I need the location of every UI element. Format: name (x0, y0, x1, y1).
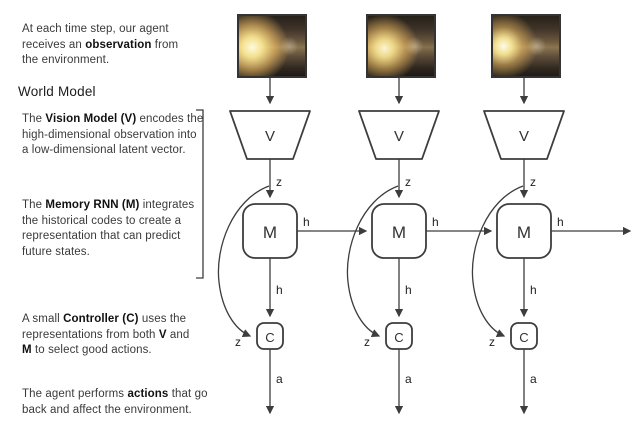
z-label: z (489, 335, 495, 349)
h-label: h (303, 215, 310, 229)
z-to-c-curve (217, 185, 270, 337)
observation-image (237, 14, 307, 78)
z-label: z (364, 335, 370, 349)
z-to-c-curve (471, 185, 524, 337)
z-label: z (530, 175, 536, 189)
observation-text: At each time step, our agent receives an… (22, 23, 179, 66)
vision-model-node (358, 110, 440, 160)
observation-image (491, 14, 561, 78)
vision-model-label: V (519, 128, 529, 145)
memory-rnn-label: M (517, 223, 531, 242)
observation-image (366, 14, 436, 78)
z-label: z (276, 175, 282, 189)
a-label: a (405, 372, 412, 386)
actions-text: The agent performs actions that go back … (22, 388, 208, 416)
memory-rnn-text: The Memory RNN (M) integrates the histor… (22, 199, 195, 258)
vision-model-label: V (394, 128, 404, 145)
z-to-c-curve (346, 185, 399, 337)
controller-label: C (519, 330, 528, 345)
world-model-heading: World Model (18, 84, 96, 99)
timestep-column-2: V z M h h z C a (346, 78, 493, 415)
vision-model-text: The Vision Model (V) encodes the high-di… (22, 113, 204, 156)
h-label: h (557, 215, 564, 229)
controller-label: C (394, 330, 403, 345)
z-label: z (405, 175, 411, 189)
timestep-column-3: V z M h h z C a (471, 78, 632, 415)
controller-text: A small Controller (C) uses the represen… (22, 313, 190, 356)
a-label: a (276, 372, 283, 386)
h-label: h (530, 283, 537, 297)
h-label: h (432, 215, 439, 229)
world-model-bracket (196, 109, 204, 279)
h-label: h (276, 283, 283, 297)
z-label: z (235, 335, 241, 349)
vision-model-label: V (265, 128, 275, 145)
vision-model-node (483, 110, 565, 160)
memory-rnn-label: M (392, 223, 406, 242)
timestep-column-1: V z M h h z C a (217, 78, 368, 415)
controller-label: C (265, 330, 274, 345)
vision-model-node (229, 110, 311, 160)
h-label: h (405, 283, 412, 297)
memory-rnn-label: M (263, 223, 277, 242)
a-label: a (530, 372, 537, 386)
